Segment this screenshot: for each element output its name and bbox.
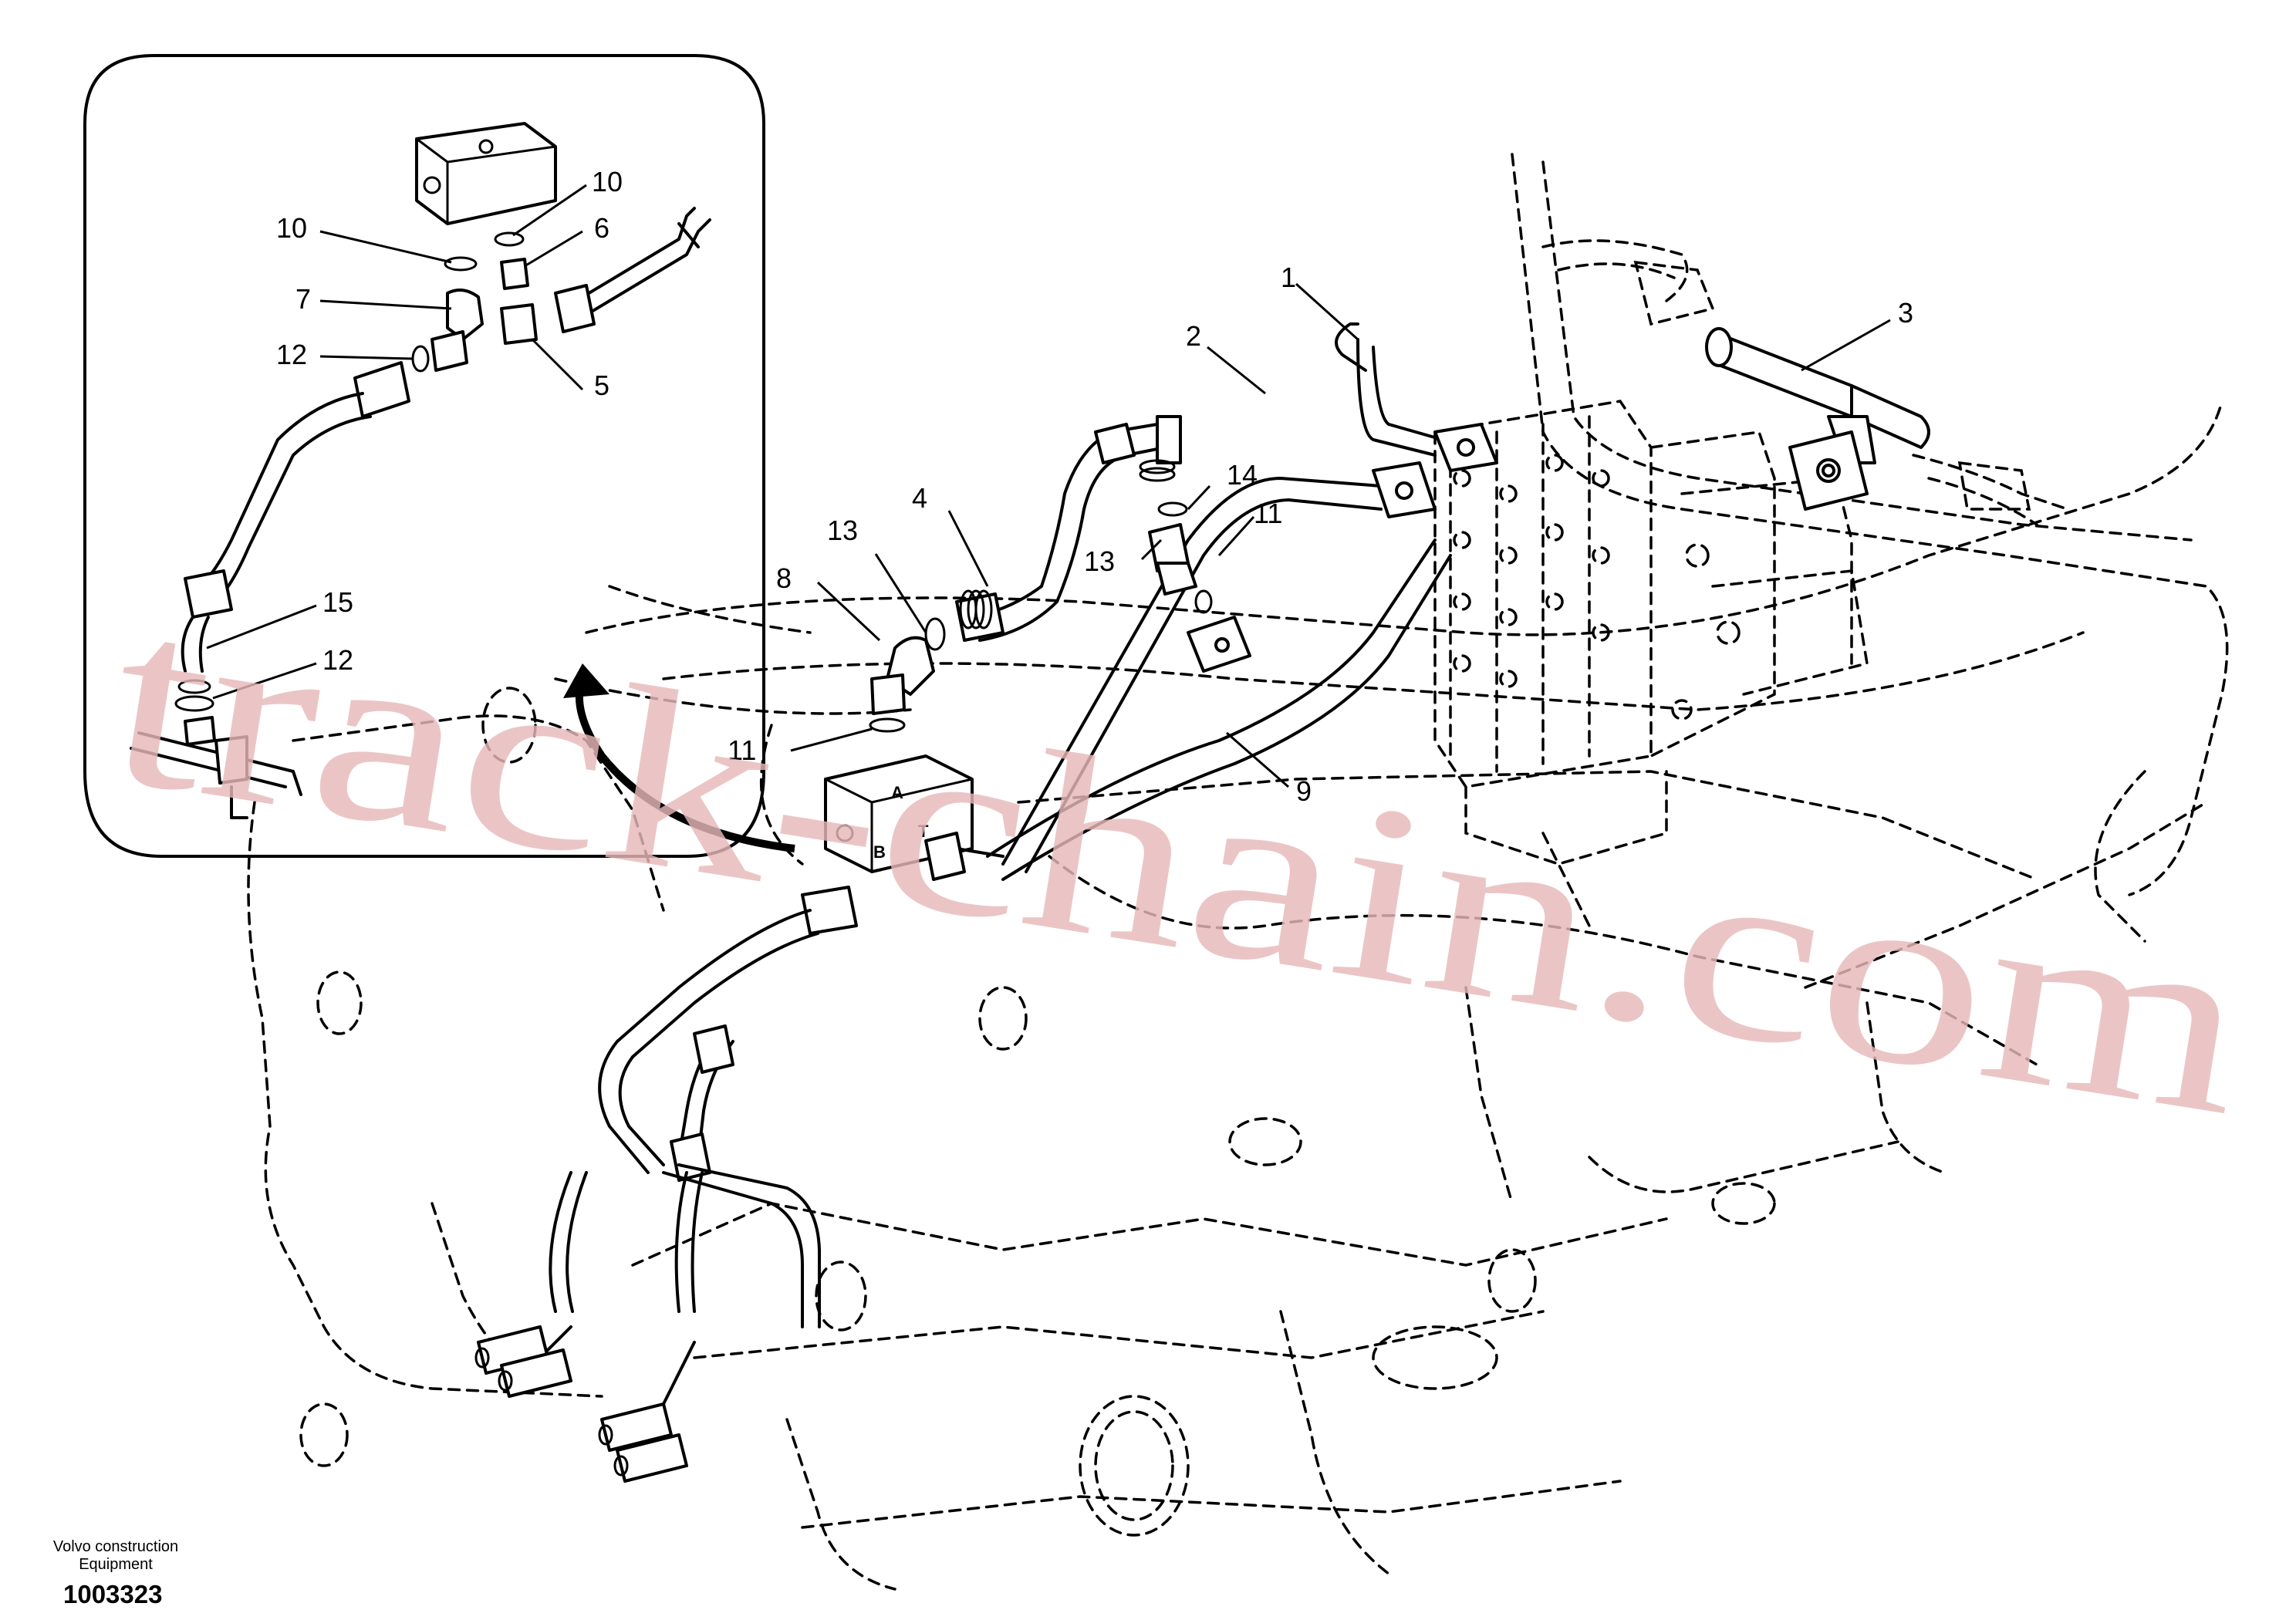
hose-4 [955,415,1182,642]
callout-12-lower: 12 [322,644,353,676]
callout-6: 6 [594,212,609,244]
o-ring-13 [924,617,946,651]
curved-arrow [563,663,795,852]
port-label-a: A [891,783,903,802]
callout-13-left: 13 [827,515,858,546]
figure-number: 1003323 [63,1580,163,1608]
callout-10-right: 10 [592,166,623,197]
lower-hoses [474,832,1004,1483]
port-label-t: T [918,822,929,841]
pipe-3 [1705,327,1930,511]
callout-1: 1 [1281,262,1296,293]
callout-5: 5 [594,370,609,401]
callout-11-upper: 11 [1254,498,1282,529]
frame-outline [247,153,2229,1591]
fitting-14 [1148,501,1213,614]
callout-13-right: 13 [1084,545,1115,577]
callout-7: 7 [295,283,311,315]
control-valve-block [1433,400,1869,927]
callout-3: 3 [1898,297,1913,329]
callout-9: 9 [1296,775,1312,807]
hose-9 [986,538,1452,881]
callout-labels: 1 2 3 4 5 6 7 8 9 10 10 11 11 12 12 13 1… [276,166,1913,807]
callout-8: 8 [776,562,792,594]
leader-lines [206,184,1891,788]
pipe-1 [1335,322,1498,472]
footer-company-line1: Volvo construction [52,1538,179,1555]
pipe-2 [1001,461,1437,873]
callout-2: 2 [1186,320,1201,352]
return-line-dashed [1541,239,2069,526]
fitting-8 [869,636,935,733]
callout-12-upper: 12 [276,339,307,370]
callout-15: 15 [322,586,353,618]
watermark-text: track-chain.com [95,554,2265,1169]
callout-4: 4 [912,482,927,514]
port-label-b: B [873,842,886,862]
callout-11-lower: 11 [728,734,756,766]
footer-company-line2: Equipment [79,1556,153,1573]
callout-10-left: 10 [276,212,307,244]
callout-14: 14 [1227,459,1258,491]
detail-inset [83,54,765,858]
